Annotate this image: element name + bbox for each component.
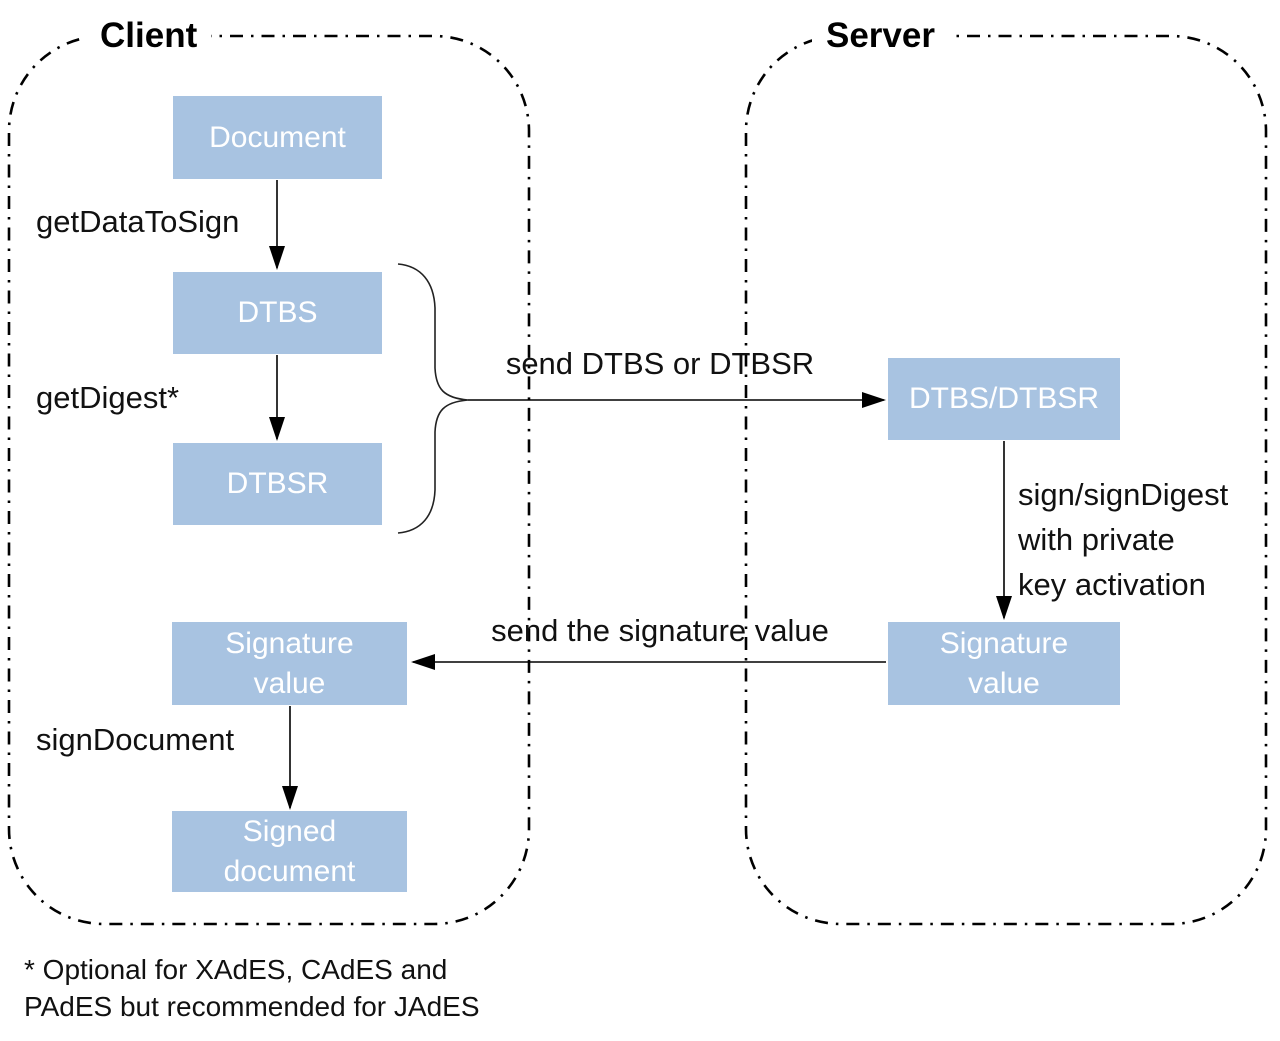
label-send-dtbs: send DTBS or DTBSR [505, 346, 815, 381]
box-document-label: Document [209, 120, 346, 154]
client-boundary [7, 34, 531, 926]
box-dtbsr: DTBSR [173, 443, 382, 525]
label-get-data-to-sign: getDataToSign [36, 204, 240, 239]
client-zone-title: Client [86, 14, 212, 58]
label-sign-sign-digest-line3: key activation [1018, 567, 1206, 602]
box-dtbs-dtbsr: DTBS/DTBSR [888, 358, 1120, 440]
box-signed-document: Signed document [172, 811, 407, 892]
box-signed-document-label: Signed document [223, 814, 356, 888]
footnote: * Optional for XAdES, CAdES and PAdES bu… [24, 951, 480, 1025]
server-boundary [744, 34, 1268, 926]
box-server-signature-value-label: Signature value [939, 626, 1069, 700]
box-dtbs: DTBS [173, 272, 382, 354]
label-send-signature-value: send the signature value [491, 613, 829, 648]
label-sign-sign-digest-line2: with private [1018, 522, 1175, 557]
box-dtbs-label: DTBS [237, 296, 318, 329]
label-sign-sign-digest: sign/signDigest with private key activat… [1018, 472, 1228, 607]
brace-dtbs-group [397, 263, 469, 534]
label-sign-sign-digest-line1: sign/signDigest [1018, 477, 1229, 512]
label-get-digest: getDigest* [36, 380, 180, 415]
server-zone-title: Server [812, 14, 949, 58]
box-client-signature-value-label: Signature value [225, 626, 354, 700]
box-dtbs-dtbsr-label: DTBS/DTBSR [908, 382, 1100, 415]
box-dtbsr-label: DTBSR [226, 467, 329, 500]
box-document: Document [173, 96, 382, 179]
box-server-signature-value: Signature value [888, 622, 1120, 705]
box-client-signature-value: Signature value [172, 622, 407, 705]
footnote-line1: * Optional for XAdES, CAdES and [24, 954, 448, 985]
footnote-line2: PAdES but recommended for JAdES [24, 991, 480, 1022]
label-sign-document: signDocument [36, 722, 235, 757]
